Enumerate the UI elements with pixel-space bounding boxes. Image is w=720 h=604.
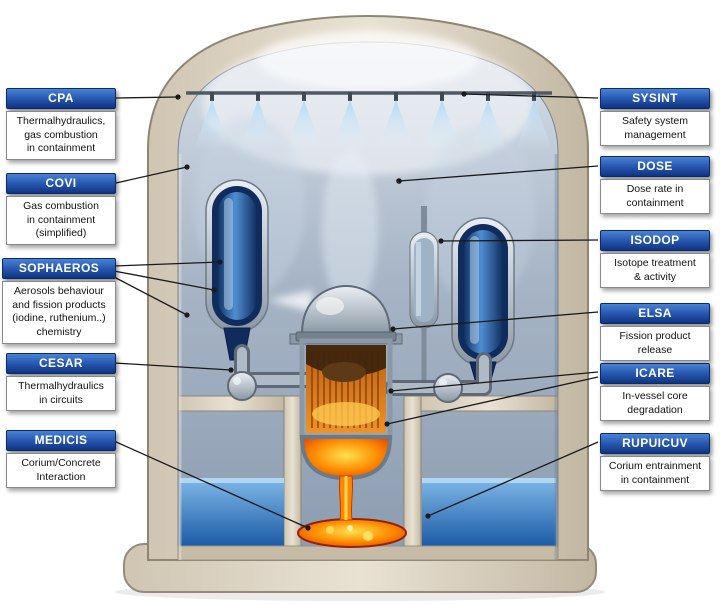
module-label-rupuicuv: RUPUICUV Corium entrainment in containme… [600, 433, 710, 492]
module-code-sysint: SYSINT [600, 88, 710, 109]
module-code-cpa: CPA [6, 88, 116, 109]
module-code-rupuicuv: RUPUICUV [600, 433, 710, 454]
module-desc-medicis: Corium/Concrete Interaction [6, 453, 116, 489]
module-code-covi: COVI [6, 173, 116, 194]
module-desc-isodop: Isotope treatment & activity [600, 253, 710, 289]
module-label-sophaeros: SOPHAEROS Aerosols behaviour and fission… [2, 258, 116, 344]
cavity-wall-right [403, 395, 422, 549]
steam-jet [268, 290, 312, 312]
coolant-pump-right [433, 373, 463, 403]
spray-cones [194, 92, 552, 150]
module-label-isodop: ISODOP Isotope treatment & activity [600, 230, 710, 289]
module-code-medicis: MEDICIS [6, 430, 116, 451]
module-code-icare: ICARE [600, 363, 710, 384]
module-label-cpa: CPA Thermalhydraulics, gas combustion in… [6, 88, 116, 160]
module-label-icare: ICARE In-vessel core degradation [600, 363, 710, 422]
module-code-cesar: CESAR [6, 353, 116, 374]
module-desc-sysint: Safety system management [600, 111, 710, 147]
module-label-medicis: MEDICIS Corium/Concrete Interaction [6, 430, 116, 489]
module-desc-rupuicuv: Corium entrainment in containment [600, 456, 710, 492]
module-code-sophaeros: SOPHAEROS [2, 258, 116, 279]
cavity-wall-left [283, 395, 302, 549]
module-desc-dose: Dose rate in containment [600, 179, 710, 215]
vessel-lower-head [299, 435, 393, 481]
module-desc-cesar: Thermalhydraulics in circuits [6, 376, 116, 412]
floor-left [177, 395, 285, 412]
module-label-sysint: SYSINT Safety system management [600, 88, 710, 147]
module-desc-covi: Gas combustion in containment (simplifie… [6, 196, 116, 245]
fuel-rods [311, 352, 379, 428]
reactor-vessel [289, 284, 403, 521]
module-desc-cpa: Thermalhydraulics, gas combustion in con… [6, 111, 116, 160]
corium-pool [297, 518, 407, 548]
molten-pool [312, 402, 380, 426]
module-label-dose: DOSE Dose rate in containment [600, 156, 710, 215]
module-label-cesar: CESAR Thermalhydraulics in circuits [6, 353, 116, 412]
module-label-elsa: ELSA Fission product release [600, 303, 710, 362]
steam-generator-left [205, 179, 269, 361]
module-code-elsa: ELSA [600, 303, 710, 324]
basemat [177, 545, 559, 561]
module-desc-icare: In-vessel core degradation [600, 386, 710, 422]
module-code-dose: DOSE [600, 156, 710, 177]
water-pool-left [180, 478, 284, 546]
module-label-covi: COVI Gas combustion in containment (simp… [6, 173, 116, 245]
module-desc-elsa: Fission product release [600, 326, 710, 362]
module-code-isodop: ISODOP [600, 230, 710, 251]
water-pool-right [422, 478, 556, 546]
module-desc-sophaeros: Aerosols behaviour and fission products … [2, 281, 116, 344]
spray-nozzle [194, 92, 552, 150]
coolant-pump-left [227, 371, 257, 401]
